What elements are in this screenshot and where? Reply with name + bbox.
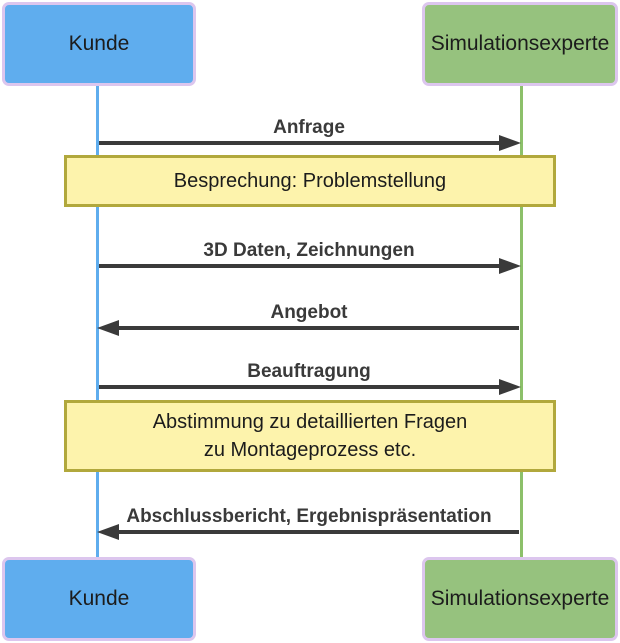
arrow-left-icon bbox=[97, 320, 521, 336]
message-angebot: Angebot bbox=[97, 301, 521, 336]
arrow-head bbox=[499, 379, 521, 395]
note-text-line1: Abstimmung zu detaillierten Fragen bbox=[152, 411, 468, 433]
arrow-left-icon bbox=[97, 524, 521, 540]
note-abstimmung: Abstimmung zu detaillierten Fragen zu Mo… bbox=[64, 400, 556, 472]
message-anfrage: Anfrage bbox=[97, 116, 521, 151]
actor-label-kunde-bottom: Kunde bbox=[68, 587, 130, 610]
arrow-head bbox=[97, 320, 119, 336]
message-label: Anfrage bbox=[273, 117, 345, 138]
arrow-head bbox=[97, 524, 119, 540]
message-label: Angebot bbox=[270, 302, 348, 323]
arrow-right-icon bbox=[97, 258, 521, 274]
message-beauftragung: Beauftragung bbox=[97, 360, 521, 395]
actor-box-kunde-top: Kunde bbox=[2, 2, 196, 86]
note-text: Besprechung: Problemstellung bbox=[173, 170, 447, 192]
message-abschlussbericht: Abschlussbericht, Ergebnispräsentation bbox=[97, 505, 521, 540]
note-besprechung: Besprechung: Problemstellung bbox=[64, 155, 556, 207]
actor-label-kunde-top: Kunde bbox=[68, 32, 130, 55]
note-text-line2: zu Montageprozess etc. bbox=[203, 439, 417, 461]
message-label: Beauftragung bbox=[247, 361, 371, 382]
arrow-shaft bbox=[113, 326, 519, 330]
arrow-shaft bbox=[99, 264, 505, 268]
actor-box-kunde-bottom: Kunde bbox=[2, 557, 196, 641]
arrow-head bbox=[499, 135, 521, 151]
actor-label-simulationsexperte-bottom: Simulationsexperte bbox=[430, 587, 610, 610]
arrow-shaft bbox=[99, 141, 505, 145]
actor-box-simulationsexperte-top: Simulationsexperte bbox=[422, 2, 618, 86]
message-3d-daten: 3D Daten, Zeichnungen bbox=[97, 239, 521, 274]
arrow-shaft bbox=[113, 530, 519, 534]
message-label: 3D Daten, Zeichnungen bbox=[203, 240, 415, 261]
arrow-head bbox=[499, 258, 521, 274]
actor-label-simulationsexperte-top: Simulationsexperte bbox=[430, 32, 610, 55]
message-label: Abschlussbericht, Ergebnispräsentation bbox=[126, 506, 492, 527]
actor-box-simulationsexperte-bottom: Simulationsexperte bbox=[422, 557, 618, 641]
arrow-right-icon bbox=[97, 379, 521, 395]
arrow-shaft bbox=[99, 385, 505, 389]
arrow-right-icon bbox=[97, 135, 521, 151]
lifeline-simulationsexperte bbox=[520, 86, 523, 557]
